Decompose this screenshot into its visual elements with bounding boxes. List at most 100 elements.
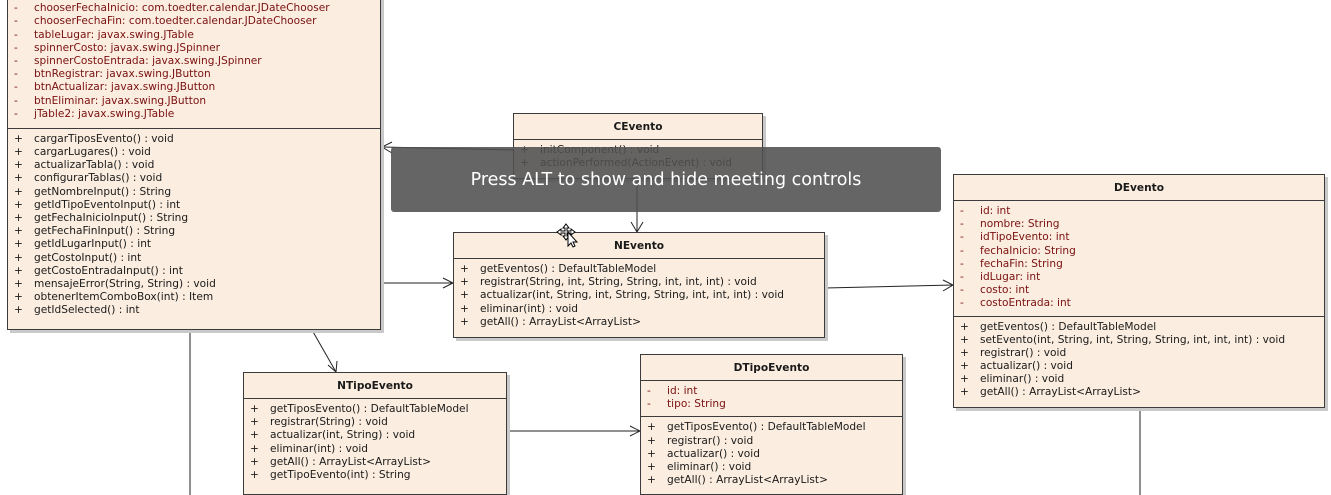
operations-section: +getEventos() : DefaultTableModel+setEve… — [954, 317, 1324, 400]
class-name: NEvento — [454, 233, 824, 259]
attribute-row: -spinnerCosto: javax.swing.JSpinner — [8, 42, 380, 55]
operation-row: +getFechaInicioInput() : String — [8, 212, 380, 225]
attribute-row: - chooserFechaInicio: com.toedter.calenda… — [8, 2, 380, 15]
operation-row: +eliminar() : void — [641, 461, 902, 474]
visibility-marker: - — [960, 244, 964, 257]
operation-row: + getNombreInput() : String — [8, 186, 380, 199]
operation-row: + getIdTipoEventoInput() : int — [8, 199, 380, 212]
attribute-row: -chooserFechaFin: com.toedter.calendar.J… — [8, 15, 380, 28]
visibility-marker: + — [960, 360, 969, 373]
attribute-text: spinnerCostoEntrada: javax.swing.JSpinne… — [34, 54, 262, 67]
operation-row: +getTipoEvento(int) : String — [244, 469, 506, 482]
visibility-marker: + — [460, 276, 469, 289]
operation-text: getIdTipoEventoInput() : int — [34, 198, 181, 211]
operation-row: + getTiposEvento() : DefaultTableModel — [244, 403, 506, 416]
operation-text: mensajeError(String, String) : void — [34, 277, 216, 290]
visibility-marker: + — [460, 289, 469, 302]
attribute-row: - jTable2: javax.swing.JTable — [8, 108, 380, 121]
arrowhead-form — [380, 141, 393, 154]
visibility-marker: + — [14, 291, 23, 304]
visibility-marker: + — [250, 442, 259, 455]
operation-row: + actualizar(int, String, int, String, St… — [454, 289, 824, 302]
class-form[interactable]: -cbBoxTipoEvento: javax.swing.JComboBox<… — [7, 0, 381, 330]
attribute-text: idTipoEvento: int — [980, 231, 1070, 244]
attribute-text: fechaInicio: String — [980, 244, 1076, 257]
attribute-row: -cbBoxTipoEvento: javax.swing.JComboBox<… — [8, 0, 380, 2]
operation-text: actualizar(int, String) : void — [270, 429, 416, 442]
operation-row: +cargarTiposEvento() : void — [8, 133, 380, 146]
operation-text: cargarTiposEvento() : void — [34, 132, 174, 145]
operation-row: +actualizarTabla() : void — [8, 159, 380, 172]
visibility-marker: + — [460, 302, 469, 315]
operation-text: getTiposEvento() : DefaultTableModel — [667, 421, 866, 434]
operation-text: obtenerItemComboBox(int) : Item — [34, 291, 214, 304]
visibility-marker: + — [14, 212, 23, 224]
attribute-text: jTable2: javax.swing.JTable — [34, 107, 175, 120]
visibility-marker: - — [647, 398, 651, 411]
attribute-text: tipo: String — [667, 398, 726, 411]
visibility-marker: + — [647, 447, 656, 460]
operation-text: getAll() : ArrayList<ArrayList> — [270, 455, 431, 468]
class-ntipoevento[interactable]: NTipoEvento+getTiposEvento() : DefaultTa… — [243, 372, 507, 495]
operation-row: + registrar() : void — [641, 435, 902, 448]
operation-text: getTiposEvento() : DefaultTableModel — [270, 403, 469, 415]
meeting-controls-hint-text: Press ALT to show and hide meeting contr… — [470, 169, 862, 190]
class-nevento[interactable]: NEvento +getEventos() : DefaultTableModel… — [453, 232, 825, 338]
operation-text: eliminar(int) : void — [480, 302, 579, 315]
operation-text: getAll() : ArrayList<ArrayList> — [667, 474, 828, 487]
class-devento[interactable]: DEvento-id: int-nombre: String-idTipoEve… — [953, 174, 1325, 408]
attribute-text: chooserFechaInicio: com.toedter.calendar… — [34, 2, 330, 15]
operation-row: +registrar(String) : void — [244, 416, 506, 429]
operation-row: +registrar() : void — [954, 347, 1324, 360]
attribute-text: tableLugar: javax.swing.JTable — [34, 28, 194, 41]
class-dtipoevento[interactable]: DTipoEvento-id: int-tipo: String+getTipo… — [640, 354, 903, 495]
operation-row: +getTiposEvento() : DefaultTableModel — [641, 421, 902, 434]
operation-text: getNombreInput() : String — [34, 185, 172, 198]
visibility-marker: + — [14, 198, 23, 211]
operation-row: +configurarTablas() : void — [8, 172, 380, 185]
visibility-marker: - — [14, 107, 18, 120]
visibility-marker: - — [14, 0, 18, 2]
operation-row: + eliminar(int) : void — [454, 303, 824, 316]
visibility-marker: + — [250, 403, 259, 415]
operation-row: +actualizar(int, String) : void — [244, 429, 506, 442]
visibility-marker: + — [960, 320, 969, 333]
operation-text: eliminar(int) : void — [270, 442, 369, 455]
operation-row: +getAll() : ArrayList<ArrayList> — [641, 474, 902, 487]
visibility-marker: + — [250, 416, 259, 429]
operation-row: +mensajeError(String, String) : void — [8, 278, 380, 291]
attribute-row: -btnActualizar: javax.swing.JButton — [8, 81, 380, 94]
operation-text: registrar() : void — [980, 346, 1067, 359]
operation-row: +cargarLugares() : void — [8, 146, 380, 159]
operation-text: actualizar(int, String, int, String, Str… — [480, 289, 785, 302]
operation-row: +getCostoEntradaInput() : int — [8, 265, 380, 278]
operation-text: getCostoInput() : int — [34, 251, 142, 264]
attribute-row: - nombre: String — [954, 218, 1324, 231]
visibility-marker: + — [647, 434, 656, 447]
operation-text: actualizarTabla() : void — [34, 159, 155, 172]
attribute-text: nombre: String — [980, 218, 1060, 231]
attribute-text: btnEliminar: javax.swing.JButton — [34, 94, 207, 107]
attribute-row: -id: int — [954, 205, 1324, 218]
operation-row: + obtenerItemComboBox(int) : Item — [8, 291, 380, 304]
attributes-section: -id: int-tipo: String — [641, 381, 902, 418]
operation-row: + eliminar(int) : void — [244, 443, 506, 456]
attribute-text: fechaFin: String — [980, 257, 1063, 270]
operation-text: actualizar() : void — [980, 360, 1073, 373]
operation-text: registrar() : void — [667, 434, 754, 447]
operation-text: getIdLugarInput() : int — [34, 238, 152, 251]
attribute-text: costo: int — [980, 284, 1030, 297]
operation-row: +getEventos() : DefaultTableModel — [954, 321, 1324, 334]
visibility-marker: - — [960, 257, 964, 270]
visibility-marker: - — [960, 218, 964, 231]
visibility-marker: - — [14, 81, 18, 94]
operation-text: getCostoEntradaInput() : int — [34, 264, 183, 277]
operation-row: +getIdLugarInput() : int — [8, 238, 380, 251]
attribute-row: -costo: int — [954, 284, 1324, 297]
operation-row: +getFechaFinInput() : String — [8, 225, 380, 238]
operation-row: +getEventos() : DefaultTableModel — [454, 263, 824, 276]
attribute-row: - tipo: String — [641, 398, 902, 411]
visibility-marker: + — [14, 185, 23, 198]
move-cursor-icon — [556, 223, 578, 248]
